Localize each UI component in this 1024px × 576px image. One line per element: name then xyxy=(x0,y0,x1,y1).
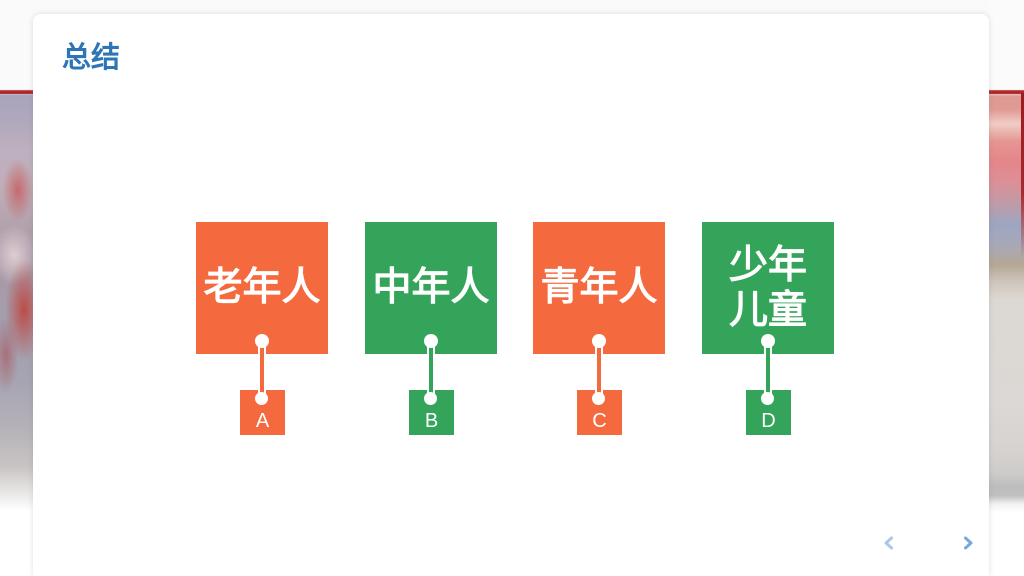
group-zhongnianren: 中年人 B xyxy=(365,222,497,442)
answer-chip-b: B xyxy=(409,390,454,435)
connector-dot-top-b xyxy=(424,334,438,348)
connector-line-c xyxy=(595,341,603,399)
category-box-b: 中年人 xyxy=(365,222,497,354)
connector-dot-top-d xyxy=(761,334,775,348)
next-slide-button[interactable] xyxy=(956,531,980,555)
connector-core-b xyxy=(429,341,433,399)
connector-core-d xyxy=(766,341,770,399)
answer-letter-c: C xyxy=(592,410,607,432)
category-box-d: 少年 儿童 xyxy=(702,222,834,354)
background-photo-right-strip xyxy=(989,0,1024,576)
answer-letter-b: B xyxy=(424,410,439,432)
slide-card: 总结 老年人 A 中年人 B 青年人 xyxy=(33,14,989,576)
connector-dot-bottom-a xyxy=(255,392,268,405)
connector-line-a xyxy=(258,341,266,399)
category-label-d: 少年 儿童 xyxy=(728,243,807,332)
connector-dot-top-a xyxy=(255,334,269,348)
group-qingnianren: 青年人 C xyxy=(533,222,665,442)
connector-core-c xyxy=(597,341,601,399)
slide-title: 总结 xyxy=(62,42,121,74)
red-edge-sliver xyxy=(1021,93,1024,258)
category-box-a: 老年人 xyxy=(196,222,328,354)
chevron-right-icon xyxy=(961,536,975,550)
previous-slide-button[interactable] xyxy=(877,531,901,555)
group-laonianren: 老年人 A xyxy=(196,222,328,442)
connector-dot-bottom-c xyxy=(592,392,605,405)
connector-line-d xyxy=(764,341,772,399)
group-shaonianertong: 少年 儿童 D xyxy=(702,222,834,442)
connector-core-a xyxy=(260,341,264,399)
category-box-c: 青年人 xyxy=(533,222,665,354)
background-photo-left-strip xyxy=(0,0,34,576)
answer-letter-d: D xyxy=(761,410,776,432)
category-label-b: 中年人 xyxy=(372,266,490,310)
category-label-c: 青年人 xyxy=(540,266,658,310)
answer-letter-a: A xyxy=(255,410,270,432)
connector-dot-bottom-d xyxy=(761,392,774,405)
connector-line-b xyxy=(427,341,435,399)
chevron-left-icon xyxy=(882,536,896,550)
connector-dot-bottom-b xyxy=(424,392,437,405)
connector-dot-top-c xyxy=(592,334,606,348)
category-label-a: 老年人 xyxy=(203,266,321,310)
